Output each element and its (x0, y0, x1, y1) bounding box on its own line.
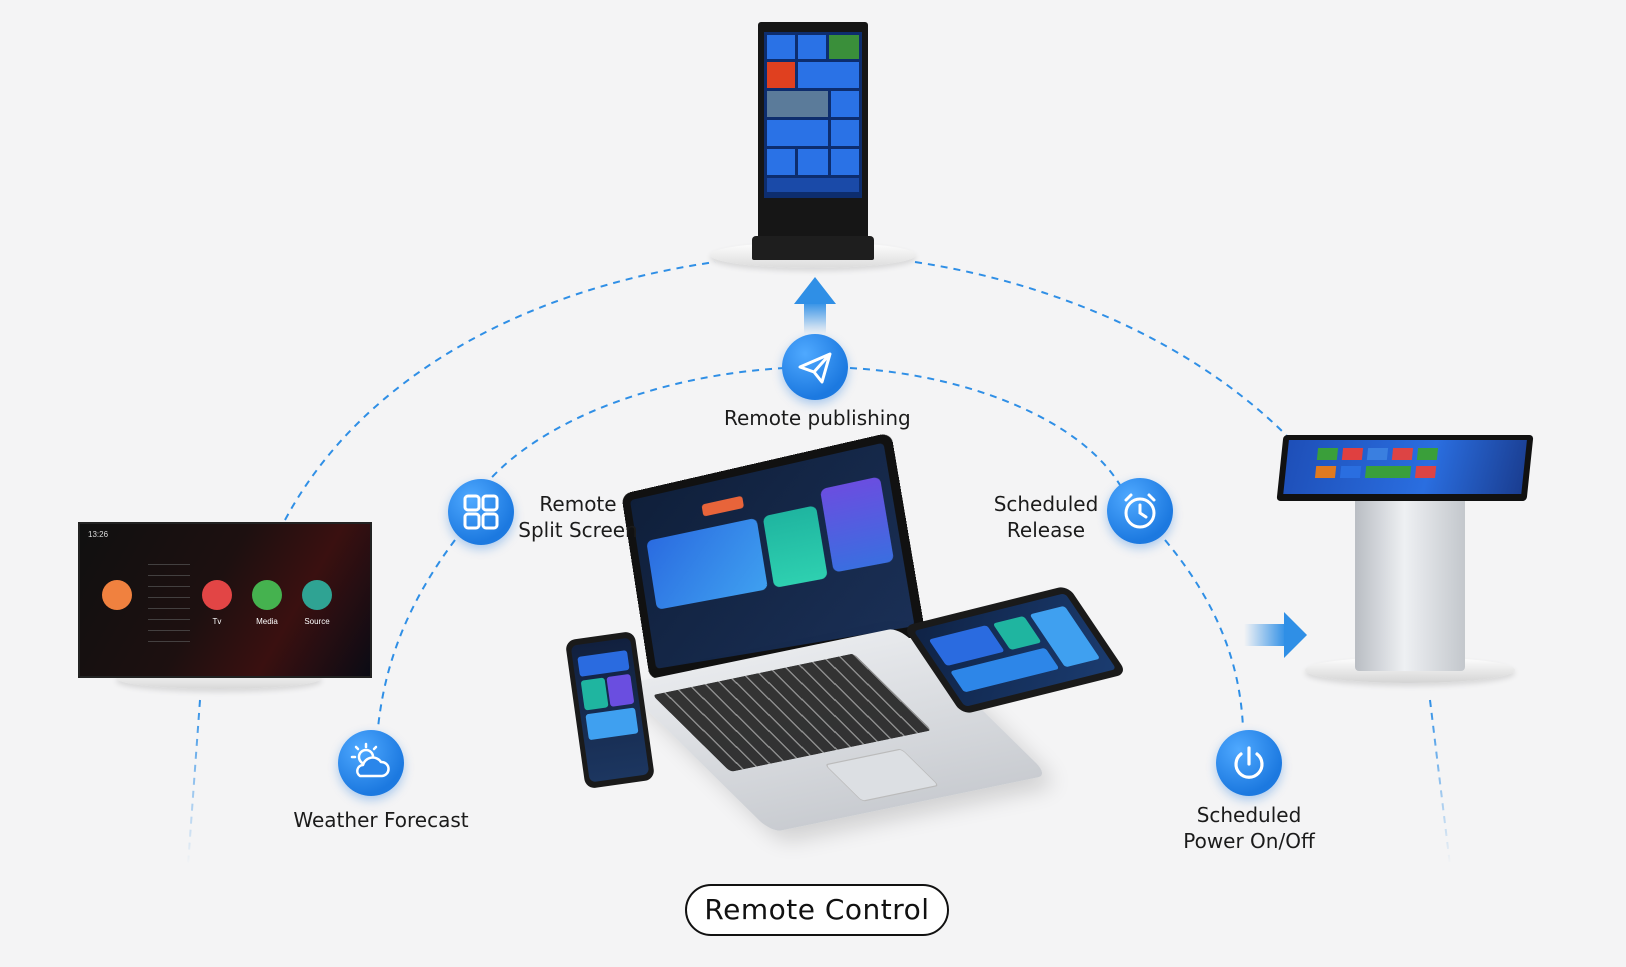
smart-tv: 13:26 Tv Media Source (78, 522, 372, 692)
arrow-up-icon (794, 277, 836, 334)
smartphone (564, 630, 656, 790)
profile-app-icon (102, 580, 132, 610)
media-app-icon (252, 580, 282, 610)
power-icon (1216, 730, 1282, 796)
cloud-sun-icon (338, 730, 404, 796)
scheduled-release-line2: Release (1006, 518, 1086, 542)
scheduled-power-label: Scheduled Power On/Off (1179, 802, 1319, 854)
inner-arc-top-right (849, 367, 1121, 486)
source-app-label: Source (304, 617, 330, 626)
tv-app-icon (202, 580, 232, 610)
grid-icon (448, 479, 514, 545)
touch-kiosk-screen (1276, 435, 1534, 501)
scheduled-release-label: Scheduled Release (986, 491, 1106, 543)
remote-split-screen-line1: Remote (539, 492, 617, 516)
touch-kiosk (1275, 435, 1545, 695)
source-app-icon (302, 580, 332, 610)
remote-split-screen-label: Remote Split Screen (518, 491, 638, 543)
scheduled-release-line1: Scheduled (993, 492, 1099, 516)
tv-app-label: Tv (212, 617, 222, 626)
tv-menu-lines (148, 554, 190, 649)
kiosk-body (752, 22, 874, 260)
kiosk-foot (752, 236, 874, 260)
scheduled-power-line1: Scheduled (1196, 803, 1302, 827)
remote-control-title: Remote Control (685, 884, 949, 936)
remote-split-screen-line2: Split Screen (518, 518, 638, 542)
inner-arc-right-lower (1164, 539, 1244, 729)
touch-kiosk-stand (1355, 493, 1465, 671)
paper-plane-icon (782, 334, 848, 400)
remote-publishing-label: Remote publishing (724, 406, 911, 430)
tv-time: 13:26 (88, 530, 109, 539)
media-app-label: Media (256, 617, 278, 626)
weather-forecast-label: Weather Forecast (293, 808, 469, 832)
alarm-clock-icon (1107, 478, 1173, 544)
scheduled-power-line2: Power On/Off (1183, 829, 1315, 853)
arrow-right-icon (1244, 612, 1307, 658)
kiosk-screen (764, 32, 862, 198)
outer-arc-left (284, 261, 716, 521)
tv-screen: 13:26 Tv Media Source (78, 522, 372, 678)
standing-kiosk (710, 20, 920, 270)
inner-arc-left-lower (377, 539, 456, 729)
